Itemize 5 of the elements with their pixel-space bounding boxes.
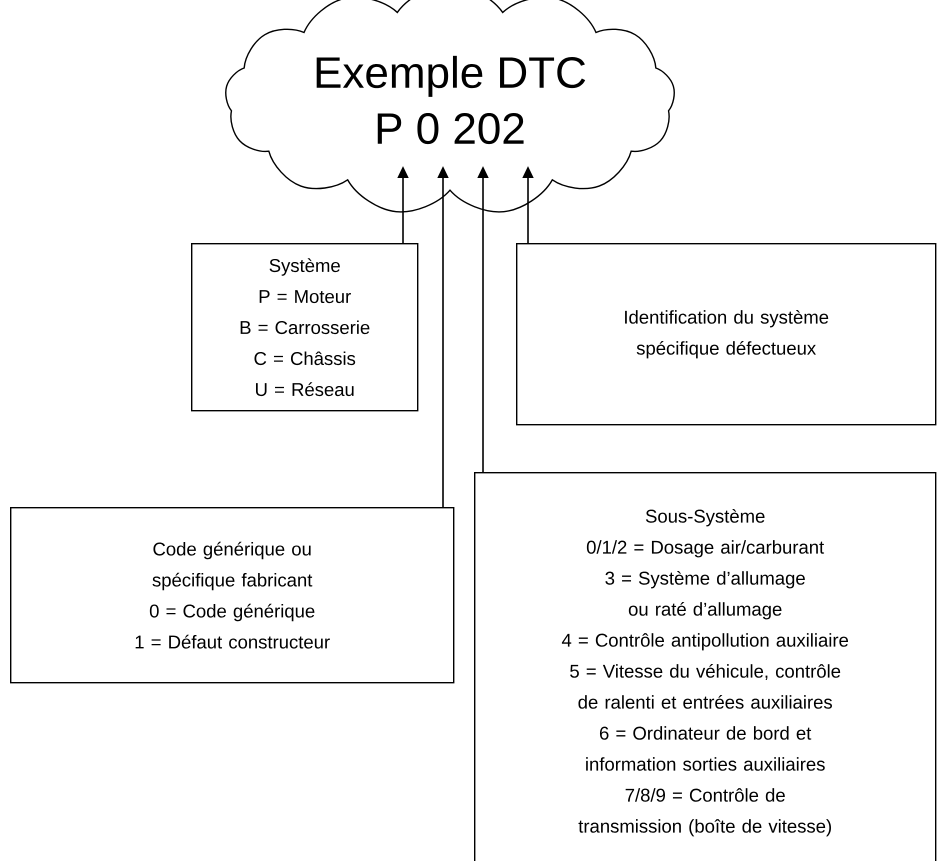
text-box: Sous-Système 0/1/2 = Dosage air/carburant 3 = Système d’allumage ou raté d’allumage 4 = Contrôle antipollution auxiliaire 5 = Vitesse du véhicule, contrôle de ralenti et entrées auxiliaires 6 = Ordinateur de bord et information sorties auxiliaires 7/8/9 = Contrôle de transmission (boîte de vitesse) (474, 472, 936, 861)
text-box: Identification du système spécifique défectueux (516, 243, 936, 426)
text-box: Code générique ou spécifique fabricant 0 = Code générique 1 = Défaut constructeur (10, 507, 454, 684)
text-box: Système P = Moteur B = Carrosserie C = Châssis U = Réseau (191, 243, 418, 412)
cloud: Exemple DTC P 0 202 (225, 0, 675, 213)
